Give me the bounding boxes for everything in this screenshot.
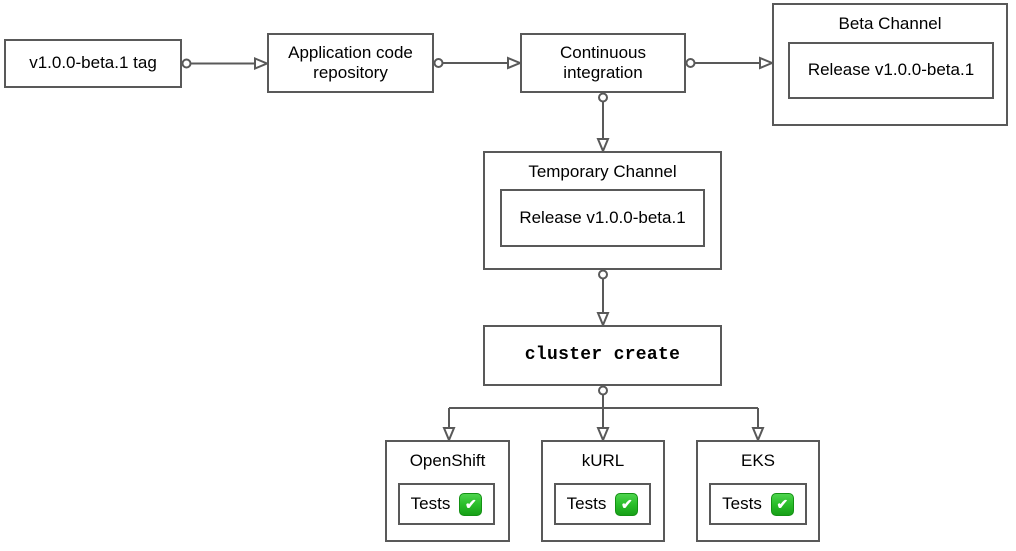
check-mark-icon: ✔	[615, 492, 639, 516]
beta-channel-release-box: Release v1.0.0-beta.1	[788, 42, 994, 99]
openshift-title: OpenShift	[409, 451, 486, 470]
openshift-tests-label: Tests	[410, 493, 451, 513]
node-kurl: kURL Tests ✔	[541, 440, 665, 542]
check-mark-icon: ✔	[459, 492, 483, 516]
node-version-tag: v1.0.0-beta.1 tag	[4, 39, 182, 88]
node-temporary-channel: Temporary Channel Release v1.0.0-beta.1	[483, 151, 722, 270]
edge-ci-to-temporary-channel	[596, 92, 610, 154]
edge-temporary-channel-to-cluster-create	[596, 269, 610, 328]
temporary-channel-release-box: Release v1.0.0-beta.1	[500, 189, 705, 247]
node-eks: EKS Tests ✔	[696, 440, 820, 542]
kurl-tests-label: Tests	[566, 493, 607, 513]
kurl-tests-box: Tests ✔	[554, 483, 651, 525]
check-mark-icon: ✔	[770, 492, 794, 516]
eks-tests-label: Tests	[722, 493, 762, 513]
eks-tests-box: Tests ✔	[709, 483, 807, 525]
edge-tag-to-repo	[181, 57, 270, 70]
node-beta-channel: Beta Channel Release v1.0.0-beta.1	[772, 3, 1008, 126]
beta-channel-release-label: Release v1.0.0-beta.1	[807, 60, 975, 80]
edge-cluster-create-to-clusters	[442, 385, 765, 443]
node-application-code-repository-label: Application code repository	[288, 42, 413, 82]
edge-ci-to-beta-channel	[685, 56, 775, 70]
node-version-tag-label: v1.0.0-beta.1 tag	[29, 53, 157, 73]
node-continuous-integration: Continuous integration	[520, 33, 686, 93]
beta-channel-title: Beta Channel	[838, 14, 942, 33]
openshift-tests-box: Tests ✔	[398, 483, 495, 525]
kurl-title: kURL	[581, 451, 625, 470]
temporary-channel-release-label: Release v1.0.0-beta.1	[519, 207, 686, 227]
node-cluster-create: cluster create	[483, 325, 722, 386]
node-application-code-repository: Application code repository	[267, 33, 434, 93]
eks-title: EKS	[740, 451, 776, 470]
temporary-channel-title: Temporary Channel	[528, 162, 677, 181]
node-openshift: OpenShift Tests ✔	[385, 440, 510, 542]
edge-repo-to-ci	[433, 56, 523, 70]
cluster-create-label: cluster create	[524, 344, 681, 365]
node-continuous-integration-label: Continuous integration	[559, 42, 646, 82]
